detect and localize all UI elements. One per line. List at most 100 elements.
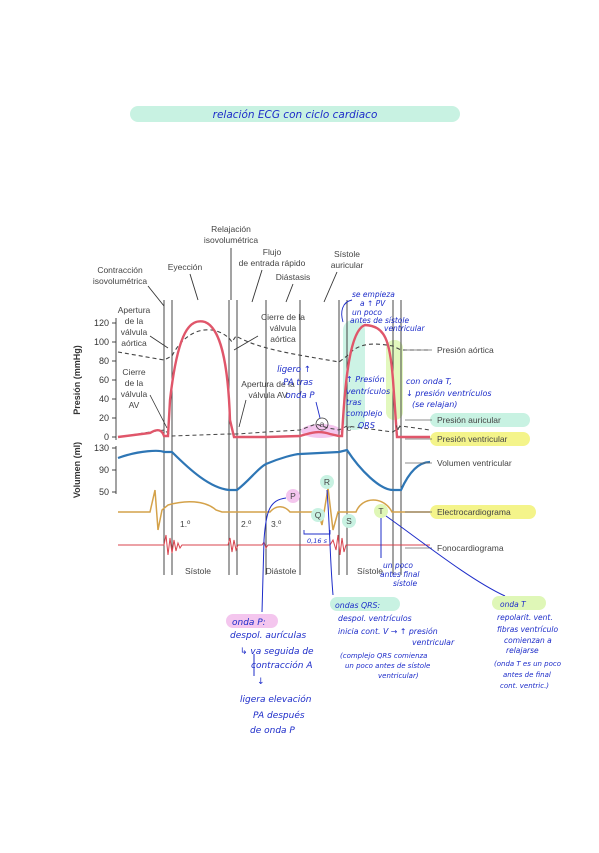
pressure-tick-label: 100 [94, 337, 109, 347]
svg-text:con onda T,: con onda T, [406, 377, 452, 386]
heart-sound-3: 3.º [271, 519, 281, 529]
label-atrial-pressure: Presión auricular [437, 415, 501, 425]
svg-text:cont. ventric.): cont. ventric.) [500, 682, 549, 690]
note-onda-p: onda P: despol. aurículas ↳ va seguida d… [230, 618, 314, 736]
annotation-arrows [253, 489, 506, 676]
label-apertura-aortica: Apertura de la válvula aórtica [118, 305, 151, 348]
wave-q: Q [315, 510, 322, 520]
phase-eyeccion: Eyección [168, 262, 203, 272]
header-highlight [130, 106, 460, 122]
svg-text:comienzan a: comienzan a [504, 636, 552, 645]
wave-p: P [290, 491, 296, 501]
trace-phonocardiogram [118, 534, 430, 556]
svg-text:PA tras: PA tras [283, 378, 313, 388]
svg-text:ventricular): ventricular) [378, 672, 419, 680]
svg-text:onda P: onda P [285, 391, 315, 401]
phase-sistole-auricular-2: auricular [331, 260, 364, 270]
highlight-atrial-label [430, 413, 530, 427]
trace-atrial-pressure [117, 423, 431, 438]
phase-diastasis: Diástasis [276, 272, 310, 282]
valve-arrows [149, 335, 259, 429]
highlight-ventricular-label [430, 432, 530, 446]
svg-text:despol. aurículas: despol. aurículas [230, 631, 306, 641]
svg-text:válvula: válvula [270, 323, 297, 333]
phase-flujo-2: de entrada rápido [239, 258, 306, 268]
svg-text:↳ va seguida de: ↳ va seguida de [240, 647, 314, 657]
svg-text:válvula AV: válvula AV [248, 390, 287, 400]
wave-t: T [378, 506, 383, 516]
wave-r-bg [320, 475, 334, 489]
label-cierre-av: Cierre de la válvula AV [121, 367, 148, 410]
note-onda-qrs: ondas QRS: despol. ventrículos inicia co… [335, 601, 455, 680]
wave-q-bg [311, 508, 325, 522]
cycle-sistole: Sístole [185, 566, 211, 576]
svg-text:sístole: sístole [393, 579, 418, 588]
onda-t-highlight [492, 596, 546, 610]
note-top: se empieza a ↑ PV un poco antes de sísto… [350, 290, 425, 333]
svg-text:(onda T es un poco: (onda T es un poco [494, 660, 561, 668]
svg-text:relajarse: relajarse [506, 646, 539, 655]
phase-relajacion-2: isovolumétrica [204, 235, 259, 245]
svg-text:(complejo QRS comienza: (complejo QRS comienza [340, 652, 427, 660]
note-qrs-near: ↑ Presión ventrículos tras complejo QRS [346, 374, 390, 430]
phase-flujo-1: Flujo [263, 247, 282, 257]
trace-aortic-pressure [117, 329, 430, 363]
note-onda-t: onda T repolarit. vent. fibras ventrícul… [494, 600, 561, 690]
svg-text:ondas QRS:: ondas QRS: [335, 601, 380, 610]
interval-bracket [303, 530, 331, 535]
svg-text:de la: de la [125, 316, 144, 326]
wave-c: c [347, 423, 352, 433]
note-p-wave-near: ligero ↑ PA tras onda P [277, 365, 315, 401]
svg-text:inicia cont. V → ↑ presión: inicia cont. V → ↑ presión [338, 627, 438, 636]
svg-text:complejo: complejo [346, 409, 383, 418]
pressure-axis-label: Presión (mmHg) [72, 345, 82, 415]
svg-text:ventricular: ventricular [412, 638, 455, 647]
onda-qrs-highlight [330, 597, 400, 611]
svg-text:Apertura de la: Apertura de la [241, 379, 295, 389]
pressure-tick-label: 80 [99, 356, 109, 366]
svg-text:↓ presión ventrículos: ↓ presión ventrículos [406, 388, 492, 398]
svg-text:aórtica: aórtica [121, 338, 147, 348]
header-note: relación ECG con ciclo cardiaco [213, 109, 378, 121]
svg-text:antes final: antes final [380, 570, 420, 579]
label-ventricular-volume: Volumen ventricular [437, 458, 512, 468]
phase-sistole-auricular-1: Sístole [334, 249, 360, 259]
svg-text:repolarit. vent.: repolarit. vent. [497, 613, 553, 622]
svg-text:antes de final: antes de final [503, 671, 551, 679]
volume-tick-label: 90 [99, 465, 109, 475]
svg-text:ligera elevación: ligera elevación [240, 694, 312, 705]
svg-text:PA después: PA después [253, 710, 305, 721]
wave-a-circle [315, 417, 329, 431]
svg-text:de la: de la [125, 378, 144, 388]
svg-text:válvula: válvula [121, 327, 148, 337]
phase-contraccion-1: Contracción [97, 265, 143, 275]
cycle-diastole: Diástole [266, 566, 297, 576]
label-ventricular-pressure: Presión ventricular [437, 434, 508, 444]
trace-ecg [118, 487, 430, 531]
wave-p-bg [286, 489, 300, 503]
svg-text:ligero ↑: ligero ↑ [277, 365, 311, 375]
heart-sound-2: 2.º [241, 519, 251, 529]
svg-text:↑ Presión: ↑ Presión [346, 374, 385, 384]
svg-text:válvula: válvula [121, 389, 148, 399]
pressure-tick-label: 40 [99, 394, 109, 404]
svg-text:Cierre: Cierre [122, 367, 145, 377]
volume-axis-label: Volumen (ml) [72, 442, 82, 498]
wave-s: S [346, 516, 352, 526]
arrow-p-note [315, 401, 321, 419]
label-aortic-pressure: Presión aórtica [437, 345, 494, 355]
onda-p-highlight [226, 614, 278, 628]
phase-dividers [163, 300, 402, 575]
wave-r: R [324, 477, 330, 487]
phase-contraccion-2: isovolumétrica [93, 276, 148, 286]
pressure-tick-label: 0 [104, 432, 109, 442]
pressure-tick-label: 120 [94, 318, 109, 328]
interval-label: 0,16 s [307, 537, 328, 545]
svg-text:AV: AV [129, 400, 140, 410]
svg-text:Cierre de la: Cierre de la [261, 312, 305, 322]
wave-a: a [320, 419, 325, 429]
arrow-top-note [341, 299, 353, 323]
